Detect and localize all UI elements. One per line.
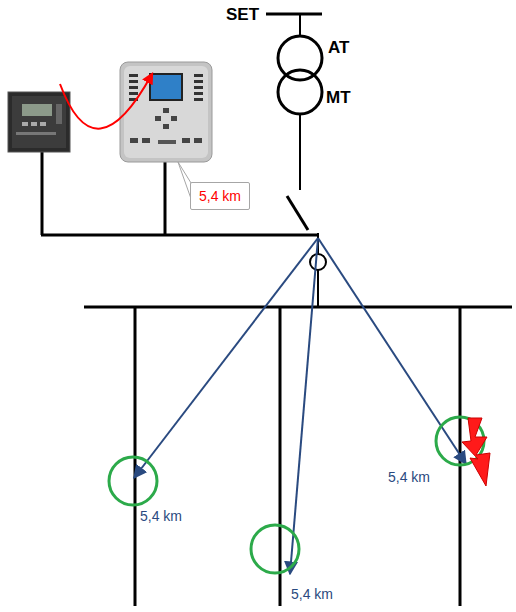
switch-blade (287, 196, 308, 230)
relay-led (129, 86, 138, 89)
winding-name: MT (326, 88, 351, 108)
relay-led (129, 92, 138, 95)
distance-label: 5,4 km (291, 586, 333, 602)
candidate-location (251, 525, 299, 573)
bus-name: SET (226, 5, 259, 25)
distance-label: 5,4 km (140, 508, 182, 524)
distance-arrow (134, 238, 318, 478)
transformer-winding (278, 36, 322, 80)
transfer-arrow (60, 74, 152, 129)
relay-key (158, 140, 176, 144)
relay-key (194, 138, 202, 143)
relay-key (163, 124, 169, 129)
distance-arrow (290, 238, 318, 574)
relay-led (194, 92, 203, 95)
relay-button (40, 122, 46, 126)
callout-box: 5,4 km (190, 182, 250, 210)
hv-lead (299, 14, 301, 36)
relay-led (194, 86, 203, 89)
winding-name: AT (328, 38, 349, 58)
relay-key (182, 138, 190, 143)
transformer-winding (278, 70, 322, 114)
relay-led (194, 80, 203, 83)
relay-key (142, 138, 150, 143)
relay-button (31, 122, 37, 126)
relay-wire (164, 162, 167, 235)
relay-strip (16, 132, 56, 135)
relay-device (120, 62, 212, 162)
relay-wire (41, 152, 44, 235)
current-transformer (310, 254, 326, 270)
relay-led (194, 98, 203, 101)
relay-key (171, 116, 177, 121)
relay-device (8, 92, 70, 152)
relay-screen (150, 74, 182, 100)
hv-bus (266, 13, 322, 16)
relay-panel (12, 96, 66, 148)
relay-screen (22, 104, 52, 116)
relay-led (129, 80, 138, 83)
fault-lightning (462, 418, 490, 486)
relay-button (22, 122, 28, 126)
relay-wire (41, 234, 318, 237)
relay-led (129, 74, 138, 77)
relay-led (194, 74, 203, 77)
distance-arrow (318, 238, 466, 464)
relay-panel (124, 66, 208, 158)
mv-bus (84, 306, 512, 309)
mv-lead (299, 114, 301, 190)
relay-key (163, 108, 169, 113)
relay-key (130, 138, 138, 143)
relay-key (155, 116, 161, 121)
relay-keypad (56, 104, 62, 124)
candidate-location (109, 457, 157, 505)
feeder-line (279, 307, 282, 606)
distance-label: 5,4 km (388, 469, 430, 485)
callout-text: 5,4 km (199, 188, 241, 204)
